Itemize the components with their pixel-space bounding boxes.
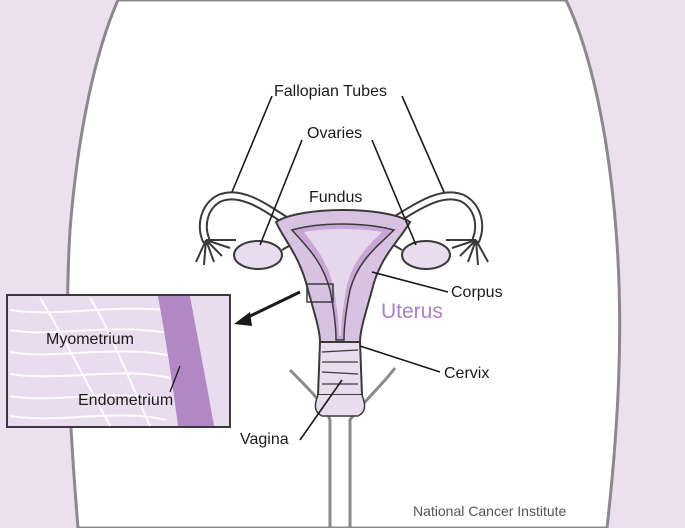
fallopian-tube-left-inner <box>200 193 288 243</box>
magnify-arrowhead <box>234 312 252 326</box>
endometrium-band <box>158 296 214 426</box>
ovary-left <box>233 240 283 270</box>
vagina-outline <box>314 394 366 417</box>
myometrium-fibers <box>9 297 181 427</box>
fimbriae-right <box>446 239 489 266</box>
ovary-right <box>401 240 451 270</box>
label-cervix: Cervix <box>444 365 490 382</box>
leader-cervix <box>359 345 441 373</box>
fimbriae-left <box>195 239 236 266</box>
uterine-cavity-inner <box>304 229 382 336</box>
leader-fallopian-left <box>231 95 273 193</box>
cervix-folds <box>321 349 359 385</box>
label-uterus: Uterus <box>381 300 443 323</box>
leader-ovary-right <box>371 139 417 246</box>
label-fallopian-tubes: Fallopian Tubes <box>274 83 387 100</box>
label-endometrium: Endometrium <box>78 392 174 409</box>
leader-fallopian-right <box>401 95 445 193</box>
label-vagina: Vagina <box>240 431 289 448</box>
magnified-region-marker <box>306 283 334 303</box>
label-myometrium: Myometrium <box>46 331 135 348</box>
magnify-arrow-line <box>245 290 301 320</box>
label-corpus: Corpus <box>451 284 503 301</box>
leader-vagina <box>299 379 343 441</box>
leg-line-right <box>348 367 397 528</box>
label-fundus: Fundus <box>309 189 363 206</box>
label-ovaries: Ovaries <box>307 125 363 142</box>
endometrium-leader <box>169 365 181 393</box>
credit-text: National Cancer Institute <box>413 503 567 519</box>
fallopian-tube-right-inner <box>392 193 482 243</box>
leader-corpus <box>371 271 449 293</box>
leader-ovary-left <box>259 139 303 246</box>
